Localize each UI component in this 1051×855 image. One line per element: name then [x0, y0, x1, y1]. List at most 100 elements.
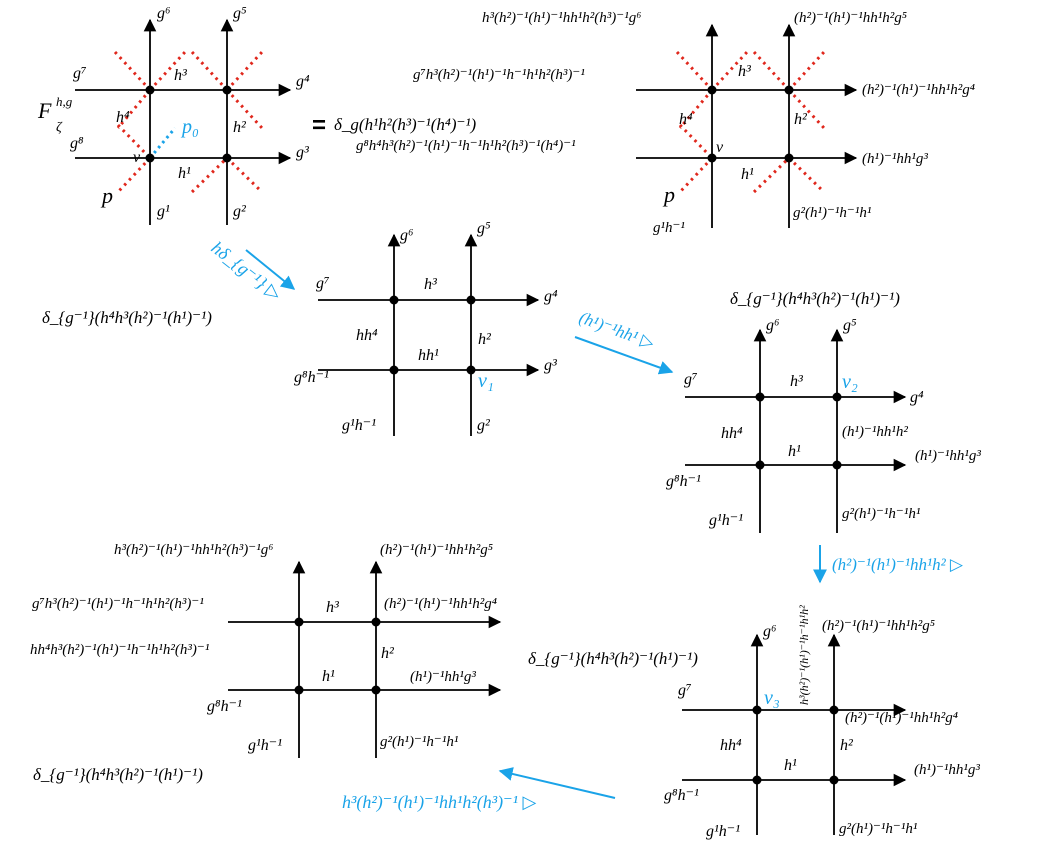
- label-g3: g³: [296, 144, 309, 161]
- label-h2: h²: [478, 331, 492, 348]
- label-g7: g⁷: [678, 682, 692, 699]
- label-g1: g¹h⁻¹: [248, 737, 282, 754]
- label-h4: h⁴: [116, 109, 130, 126]
- step-4-operator: h³(h²)⁻¹(h¹)⁻¹hh¹h²(h³)⁻¹ ▷: [342, 792, 537, 813]
- label-g7: g⁷: [684, 371, 698, 388]
- label-h2: h²: [381, 645, 395, 662]
- label-g8: g⁸h⁻¹: [207, 698, 242, 715]
- label-h4: hh⁴: [356, 327, 378, 344]
- label-h3: h³: [326, 599, 339, 616]
- diagram-2: h³(h²)⁻¹(h¹)⁻¹hh¹h²(h³)⁻¹g⁶ (h²)⁻¹(h¹)⁻¹…: [356, 10, 975, 236]
- label-g1: g¹h⁻¹: [342, 417, 376, 434]
- label-g5: (h²)⁻¹(h¹)⁻¹hh¹h²g⁵: [380, 542, 493, 558]
- coefficient: δ_{g⁻¹}(h⁴h³(h²)⁻¹(h¹)⁻¹): [33, 765, 203, 784]
- diagram-3: g⁶ g⁵ g⁷ h³ g⁴ hh⁴ h² hh¹ g⁸h⁻¹ v₁ g³ g¹…: [294, 220, 558, 436]
- label-g8: g⁸h⁴h³(h²)⁻¹(h¹)⁻¹h⁻¹h¹h²(h³)⁻¹(h⁴)⁻¹: [356, 138, 576, 154]
- label-h4: hh⁴: [720, 737, 742, 754]
- label-v2: v₂: [842, 371, 858, 393]
- label-g2: g²: [477, 417, 491, 434]
- label-g2: g²(h¹)⁻¹h⁻¹h¹: [793, 205, 872, 221]
- label-h3: h³: [424, 276, 437, 293]
- label-h3: h³: [790, 373, 803, 390]
- label-g2: g²: [233, 203, 247, 220]
- label-h1: h¹: [178, 165, 191, 182]
- label-h2: h²: [840, 737, 854, 754]
- label-h4: hh⁴: [721, 425, 743, 442]
- step-1: hδ_{g⁻¹} ▷ δ_{g⁻¹}(h⁴h³(h²)⁻¹(h¹)⁻¹): [42, 237, 296, 327]
- label-g5: g⁵: [477, 220, 491, 237]
- label-h1: h¹: [741, 166, 754, 183]
- label-h1: h¹: [322, 668, 335, 685]
- coefficient: δ_{g⁻¹}(h⁴h³(h²)⁻¹(h¹)⁻¹): [730, 289, 900, 308]
- equals-sign: =: [312, 112, 326, 139]
- label-h2: h²: [233, 119, 247, 136]
- diagram-1: F h,g ζ g⁶ g⁵ g⁷ h³ g⁴ h⁴ h² p₀ g⁸ v g³ …: [37, 5, 310, 225]
- label-g7: g⁷h³(h²)⁻¹(h¹)⁻¹h⁻¹h¹h²(h³)⁻¹: [413, 67, 585, 83]
- coefficient: δ_{g⁻¹}(h⁴h³(h²)⁻¹(h¹)⁻¹): [528, 649, 698, 668]
- label-g5: g⁵: [843, 317, 857, 334]
- label-g7: g⁷: [316, 275, 330, 292]
- label-v: v: [133, 149, 141, 166]
- step-1-operator: hδ_{g⁻¹} ▷: [208, 237, 286, 304]
- label-g8: g⁸h⁻¹: [664, 787, 699, 804]
- label-h1: hh¹: [418, 347, 439, 364]
- label-g5: g⁵: [233, 5, 247, 22]
- step-2: (h¹)⁻¹hh¹ ▷: [574, 308, 674, 375]
- label-h4: hh⁴h³(h²)⁻¹(h¹)⁻¹h⁻¹h¹h²(h³)⁻¹: [30, 642, 210, 658]
- label-g1: g¹h⁻¹: [709, 512, 743, 529]
- label-g2: g²(h¹)⁻¹h⁻¹h¹: [380, 734, 459, 750]
- label-g6: g⁶: [766, 317, 780, 334]
- label-g8: g⁸: [70, 135, 84, 152]
- operator-superscript: h,g: [56, 94, 73, 109]
- step-1-coefficient: δ_{g⁻¹}(h⁴h³(h²)⁻¹(h¹)⁻¹): [42, 308, 212, 327]
- label-g3: (h¹)⁻¹hh¹g³: [410, 669, 476, 685]
- operator-symbol: F: [37, 98, 52, 123]
- diagram-5: δ_{g⁻¹}(h⁴h³(h²)⁻¹(h¹)⁻¹) g⁶ (h²)⁻¹(h¹)⁻…: [528, 605, 980, 840]
- label-g7: g⁷h³(h²)⁻¹(h¹)⁻¹h⁻¹h¹h²(h³)⁻¹: [32, 596, 204, 612]
- label-h1: h¹: [784, 757, 797, 774]
- label-h1: h¹: [788, 443, 801, 460]
- label-g4: (h²)⁻¹(h¹)⁻¹hh¹h²g⁴: [384, 596, 497, 612]
- label-g3: g³: [544, 357, 557, 374]
- label-g7: g⁷: [73, 65, 87, 82]
- label-h4: h⁴: [679, 111, 693, 128]
- label-p: p: [100, 183, 113, 208]
- label-g4: (h²)⁻¹(h¹)⁻¹hh¹h²g⁴: [862, 82, 975, 98]
- label-g5: (h²)⁻¹(h¹)⁻¹hh¹h²g⁵: [822, 618, 935, 634]
- label-g4: g⁴: [910, 389, 924, 406]
- label-h3: h³: [174, 67, 187, 84]
- label-g8: g⁸h⁻¹: [666, 473, 701, 490]
- label-p: p: [662, 182, 675, 207]
- label-g4: (h²)⁻¹(h¹)⁻¹hh¹h²g⁴: [845, 710, 958, 726]
- label-g3: (h¹)⁻¹hh¹g³: [862, 151, 928, 167]
- label-h2: h²: [794, 111, 808, 128]
- label-g4: g⁴: [296, 73, 310, 90]
- label-g1: g¹: [157, 203, 170, 220]
- label-g3: (h¹)⁻¹hh¹g³: [915, 448, 981, 464]
- label-g4: g⁴: [544, 288, 558, 305]
- label-h3: h³: [738, 63, 751, 80]
- diagram-6: h³(h²)⁻¹(h¹)⁻¹hh¹h²(h³)⁻¹g⁶ (h²)⁻¹(h¹)⁻¹…: [30, 542, 502, 784]
- step-4: h³(h²)⁻¹(h¹)⁻¹hh¹h²(h³)⁻¹ ▷: [342, 767, 616, 813]
- label-g1: g¹h⁻¹: [653, 220, 685, 236]
- label-v1: v₁: [478, 370, 494, 392]
- step-2-operator: (h¹)⁻¹hh¹ ▷: [577, 308, 658, 353]
- diagram-4: δ_{g⁻¹}(h⁴h³(h²)⁻¹(h¹)⁻¹) g⁶ g⁵ g⁷ h³ v₂…: [666, 289, 981, 533]
- label-g5: (h²)⁻¹(h¹)⁻¹hh¹h²g⁵: [794, 10, 907, 26]
- label-g3: (h¹)⁻¹hh¹g³: [914, 762, 980, 778]
- step-3: (h²)⁻¹(h¹)⁻¹hh¹h² ▷: [813, 545, 964, 584]
- label-g2: g²(h¹)⁻¹h⁻¹h¹: [842, 506, 921, 522]
- label-g6: g⁶: [157, 5, 171, 22]
- step-3-operator: (h²)⁻¹(h¹)⁻¹hh¹h² ▷: [832, 555, 964, 574]
- label-p0: p₀: [180, 116, 199, 138]
- label-v3: v₃: [764, 687, 780, 709]
- label-g1: g¹h⁻¹: [706, 823, 740, 840]
- label-g8: g⁸h⁻¹: [294, 369, 329, 386]
- label-g6: h³(h²)⁻¹(h¹)⁻¹hh¹h²(h³)⁻¹g⁶: [114, 542, 273, 558]
- label-v: v: [716, 139, 724, 156]
- operator-subscript: ζ: [56, 120, 63, 135]
- coefficient-upper: δ_g(h¹h²(h³)⁻¹(h⁴)⁻¹): [334, 115, 477, 134]
- label-h2: (h¹)⁻¹hh¹h²: [842, 424, 908, 440]
